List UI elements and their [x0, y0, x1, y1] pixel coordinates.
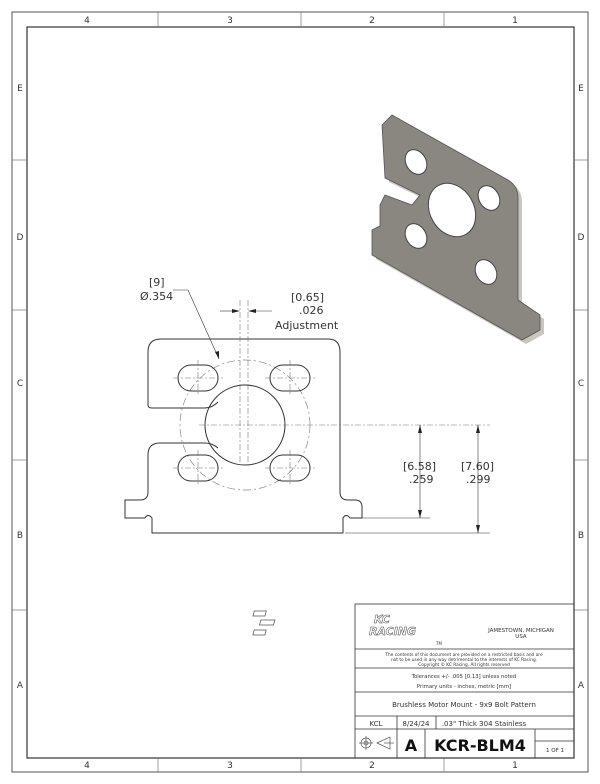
adjust-dim-metric: [0.65] — [291, 291, 324, 304]
dimension-arrows — [215, 309, 480, 533]
zone-top-4: 4 — [84, 16, 90, 26]
zone-top-1: 1 — [512, 16, 518, 26]
hole-dim-inch: Ø.354 — [140, 290, 173, 303]
zone-top-3: 3 — [227, 16, 233, 26]
zone-top-2: 2 — [369, 16, 375, 26]
outer-frame — [11, 11, 589, 773]
location-line1: JAMESTOWN, MICHIGAN — [487, 628, 554, 634]
tolerance-line1: Tolerances +/- .005 [0.13] unless noted — [411, 674, 517, 680]
material: .03" Thick 304 Stainless — [442, 720, 527, 728]
inner-frame — [26, 26, 575, 759]
slot-edge — [147, 401, 219, 409]
hole-dim-metric: [9] — [149, 276, 165, 289]
revision: A — [405, 736, 418, 755]
front-view — [124, 289, 490, 534]
zone-right-D: D — [578, 233, 585, 243]
zone-bottom-1: 1 — [512, 761, 518, 771]
adjust-dim-inch: .026 — [299, 304, 324, 317]
adjust-label: Adjustment — [275, 319, 339, 332]
kc-racing-logo: KC RACING TM — [252, 610, 442, 646]
height1-dim-metric: [6.58] — [403, 460, 436, 473]
tolerance-line2: Primary units - inches, metric [mm] — [417, 684, 511, 690]
drawing-title: Brushless Motor Mount - 9x9 Bolt Pattern — [392, 701, 536, 709]
notice-line3: Copyright © KC Racing. All rights reserv… — [418, 661, 510, 668]
zone-ticks — [12, 12, 588, 772]
zone-right-E: E — [578, 84, 584, 94]
zone-left-C: C — [17, 379, 23, 389]
isometric-part-view — [371, 114, 544, 344]
height2-dim-inch: .299 — [466, 473, 491, 486]
height1-dim-inch: .259 — [409, 473, 434, 486]
zone-right-B: B — [578, 531, 584, 541]
zone-left-D: D — [17, 233, 24, 243]
third-angle-projection-icon — [359, 736, 394, 750]
zone-left-B: B — [17, 531, 23, 541]
zone-left-A: A — [17, 681, 24, 691]
drawing-date: 8/24/24 — [403, 720, 431, 728]
zone-right-A: A — [578, 681, 585, 691]
zone-right-C: C — [578, 379, 584, 389]
svg-text:KC: KC — [374, 613, 390, 626]
notice-line2: not to be used in any way detrimental to… — [391, 657, 537, 663]
svg-text:TM: TM — [435, 641, 442, 646]
zone-bottom-2: 2 — [369, 761, 375, 771]
location-line2: USA — [515, 634, 527, 640]
drawn-by: KCL — [370, 720, 383, 728]
zone-left-E: E — [17, 84, 23, 94]
part-number: KCR-BLM4 — [434, 736, 526, 755]
sheet-number: 1 OF 1 — [546, 748, 564, 754]
title-block: KC RACING TM JAMESTOWN, MICHIGAN USA The… — [252, 603, 575, 759]
notice-line1: The contents of this document are provid… — [384, 652, 543, 658]
plate-outline — [124, 338, 363, 534]
zone-bottom-4: 4 — [84, 761, 90, 771]
zone-bottom-3: 3 — [227, 761, 233, 771]
svg-text:RACING: RACING — [369, 625, 416, 638]
height2-dim-metric: [7.60] — [461, 460, 494, 473]
